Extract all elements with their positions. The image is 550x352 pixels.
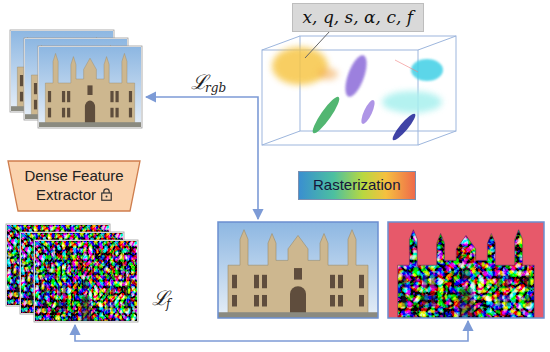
node-text: Rasterization <box>313 176 401 193</box>
loss-subscript: f <box>166 298 170 310</box>
feature-map-stack <box>6 224 138 322</box>
rendered-image <box>218 222 378 318</box>
parameter-box: x, q, s, α, c, f <box>292 3 425 32</box>
feature-loss-line <box>75 321 468 341</box>
node-text: Dense Feature Extractor <box>24 167 123 203</box>
loss-subscript: rgb <box>205 82 226 94</box>
feature-extractor-trapezoid: Dense Feature Extractor <box>7 160 141 212</box>
photo-stack <box>10 30 142 128</box>
lock-icon <box>101 188 112 201</box>
node-text: x, q, s, α, c, f <box>303 7 414 27</box>
rgb-loss-line <box>146 97 258 219</box>
rasterization-box: Rasterization <box>298 171 416 200</box>
gaussian-volume <box>262 31 456 145</box>
rendered-feature-map <box>388 222 544 318</box>
